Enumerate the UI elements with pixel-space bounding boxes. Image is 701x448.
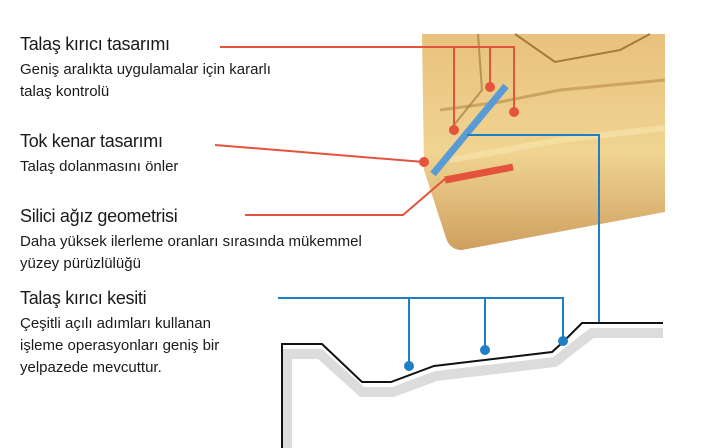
profile-leader — [278, 297, 564, 366]
wiper-leader — [245, 177, 447, 216]
section-text: yüzey pürüzlülüğü — [20, 255, 141, 272]
profile-outline — [281, 322, 663, 448]
marker-dot — [404, 361, 414, 371]
section-text: Daha yüksek ilerleme oranları sırasında … — [20, 233, 362, 250]
chipbreaker-leader — [220, 46, 515, 130]
section-title: Silici ağız geometrisi — [20, 206, 178, 226]
edge-bar-blue — [430, 83, 509, 177]
section-title: Tok kenar tasarımı — [20, 131, 163, 151]
marker-dot — [509, 107, 519, 117]
marker-dot — [449, 125, 459, 135]
profile-shadow — [282, 328, 663, 448]
section-text: Çeşitli açılı adımları kullanan — [20, 315, 211, 332]
marker-dot — [419, 157, 429, 167]
section-text: Geniş aralıkta uygulamalar için kararlı — [20, 61, 271, 78]
tough-edge-leader — [214, 144, 425, 163]
section-text: Talaş dolanmasını önler — [20, 158, 179, 175]
marker-dot — [480, 345, 490, 355]
section-title: Talaş kırıcı tasarımı — [20, 34, 170, 54]
section-text: işleme operasyonları geniş bir — [20, 337, 220, 354]
marker-dot — [558, 336, 568, 346]
section-text: talaş kontrolü — [20, 83, 110, 100]
section-title: Talaş kırıcı kesiti — [20, 288, 147, 308]
insert-image — [422, 33, 666, 250]
marker-dot — [485, 82, 495, 92]
wiper-bar-red — [444, 163, 514, 184]
section-text: yelpazede mevcuttur. — [20, 359, 162, 376]
section-leader — [467, 134, 600, 323]
